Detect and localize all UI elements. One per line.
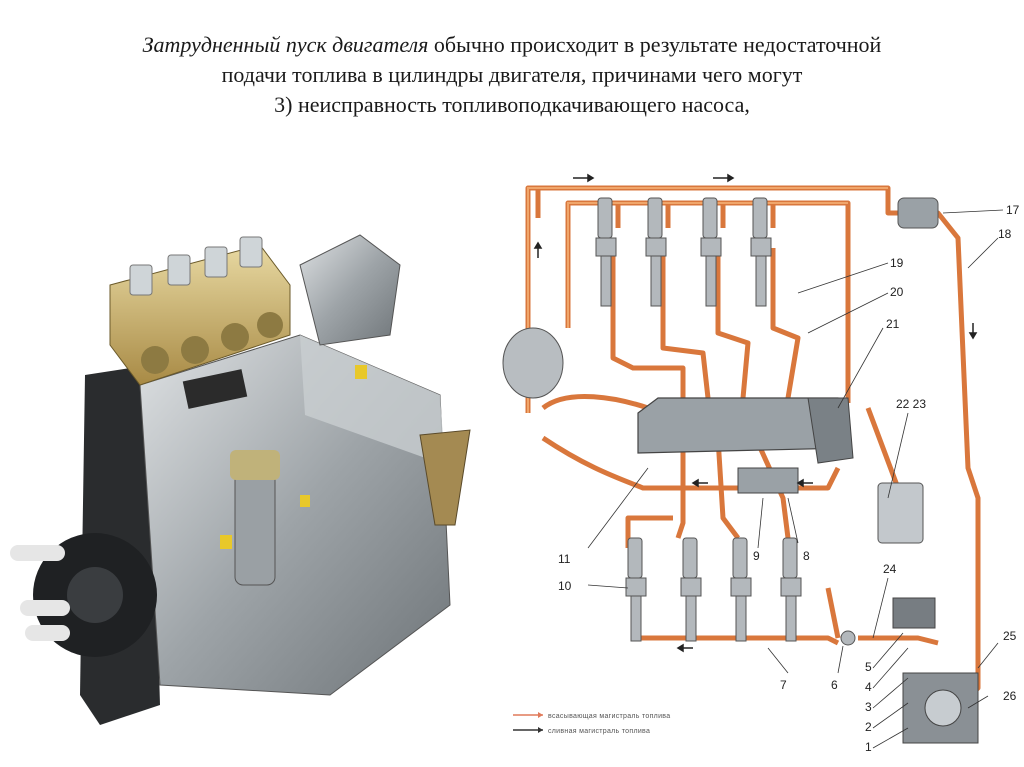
callout-26: 26 [1003,689,1017,703]
title-line-2: подачи топлива в цилиндры двигателя, при… [221,62,803,87]
fuel-transfer-pump [737,467,799,494]
callout-9: 9 [753,549,760,563]
component-17 [897,197,939,229]
callout-4: 4 [865,680,872,694]
callout-20: 20 [890,285,904,299]
callout-25: 25 [1003,629,1017,643]
title-line-1-rest: обычно происходит в результате недостато… [428,32,882,57]
callout-11: 11 [558,552,571,566]
legend-return-label: сливная магистраль топлива [548,728,650,735]
callout-2: 2 [865,720,872,734]
fuel-system-schematic: 17 18 19 20 21 22 23 11 10 9 8 24 25 26 … [502,173,1020,754]
lower-injectors [625,537,802,642]
callout-1: 1 [865,740,872,754]
coarse-filter [502,327,564,399]
callout-24: 24 [883,562,897,576]
callout-22-23: 22 23 [896,397,926,411]
callout-7: 7 [780,678,787,692]
leader-lines [587,209,1004,749]
legend: всасывающая магистраль топлива сливная м… [513,712,670,735]
slide-title: Затрудненный пуск двигателя обычно проис… [0,30,1024,120]
callout-17: 17 [1006,203,1020,217]
callout-3: 3 [865,700,872,714]
callout-18: 18 [998,227,1012,241]
fuel-pipes [525,185,981,700]
title-line-1: Затрудненный пуск двигателя обычно проис… [0,30,1024,60]
title-line-3: 3) неисправность топливоподкачивающего н… [274,92,750,117]
callout-8: 8 [803,549,810,563]
governor-block [807,397,854,464]
callout-21: 21 [886,317,900,331]
fuel-pump-image [10,234,471,725]
component-6 [840,630,856,646]
title-italic-phrase: Затрудненный пуск двигателя [142,32,429,57]
callout-6: 6 [831,678,838,692]
callout-10: 10 [558,579,572,593]
component-24 [892,597,936,629]
fine-filter [877,482,924,544]
upper-injectors [595,197,772,307]
flow-arrows [533,173,978,653]
callout-numbers: 17 18 19 20 21 22 23 11 10 9 8 24 25 26 … [558,203,1020,754]
callout-19: 19 [890,256,904,270]
legend-suction-label: всасывающая магистраль топлива [548,713,670,720]
callout-5: 5 [865,660,872,674]
